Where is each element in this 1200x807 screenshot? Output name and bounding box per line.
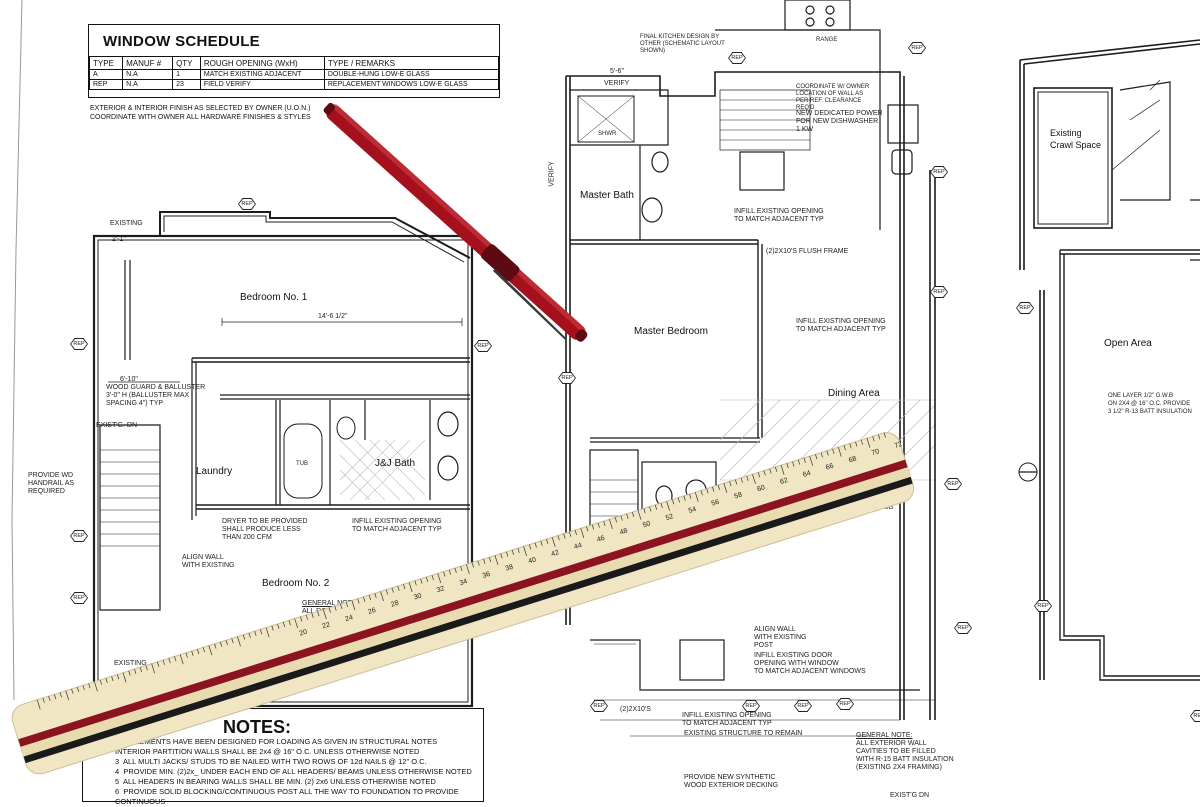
general-note-item: 4 PROVIDE MIN. (2)2x_ UNDER EACH END OF … [115, 767, 472, 776]
table-cell: DOUBLE-HUNG LOW-E GLASS [323, 69, 500, 80]
room-label-jj-bath: J&J Bath [375, 458, 416, 469]
rep-tag: REP [930, 286, 948, 298]
rep-tag: REP [954, 622, 972, 634]
table-row: REP N.A 23 FIELD VERIFY REPLACEMENT WIND… [88, 79, 500, 90]
room-label-master-bedroom: Master Bedroom [634, 326, 708, 337]
general-notes-list: ING ELEMENTS HAVE BEEN DESIGNED FOR LOAD… [91, 737, 483, 807]
rep-tag: REP [1190, 710, 1200, 722]
table-header: MANUF # [122, 56, 174, 70]
room-label-dining-area: Dining Area [828, 388, 880, 399]
existing-stair-label: EXIST'G. DN [96, 422, 138, 429]
table-header: TYPE [88, 56, 124, 70]
table-cell: 1 [172, 69, 201, 80]
room-label-bedroom-2: Bedroom No. 2 [262, 578, 330, 589]
table-cell: N.A [122, 69, 174, 80]
table-header-row: TYPE MANUF # QTY ROUGH OPENING (WxH) TYP… [88, 56, 500, 70]
verify-label: VERIFY [604, 80, 630, 87]
existing-label-bottom: EXISTING [114, 660, 147, 667]
existing-stair-label-right: EXIST'G DN [890, 792, 930, 799]
two-2x10s-label: (2)2x10's [620, 706, 651, 713]
flush-frame-note: (2)2x10's FLUSH FRAME [766, 248, 849, 255]
room-label-crawl-space: Crawl Space [1050, 140, 1102, 150]
general-note-item: 6 PROVIDE SOLID BLOCKING/CONTINUOUS POST… [115, 787, 459, 806]
finish-note-line: EXTERIOR & INTERIOR FINISH AS SELECTED B… [90, 105, 311, 112]
finish-note: EXTERIOR & INTERIOR FINISH AS SELECTED B… [90, 104, 311, 122]
window-schedule-table: TYPE MANUF # QTY ROUGH OPENING (WxH) TYP… [88, 56, 500, 90]
table-cell: FIELD VERIFY [199, 79, 325, 90]
table-cell: 23 [172, 79, 201, 90]
existing-structure-note: EXISTING STRUCTURE TO REMAIN [684, 730, 803, 737]
table-row: A N.A 1 MATCH EXISTING ADJACENT DOUBLE-H… [88, 69, 500, 80]
existing-label-top: EXISTING [110, 220, 143, 227]
rep-tag: REP [70, 338, 88, 350]
dimension-5-6: 5'-6" [610, 68, 624, 75]
range-label: RANGE [816, 37, 838, 43]
table-cell: MATCH EXISTING ADJACENT [199, 69, 325, 80]
rep-tag: REP [944, 478, 962, 490]
general-note-item: 5 ALL HEADERS IN BEARING WALLS SHALL BE … [115, 777, 436, 786]
room-label-open-area: Open Area [1104, 338, 1152, 349]
rep-tag: REP [930, 166, 948, 178]
room-label-existing: Existing [1050, 128, 1082, 138]
verify-label: VERIFY [548, 161, 556, 187]
room-label-laundry: Laundry [196, 466, 233, 477]
window-schedule: WINDOW SCHEDULE TYPE MANUF # QTY ROUGH O… [88, 24, 500, 98]
table-header: TYPE / REMARKS [323, 56, 500, 70]
dimension-2-1: 2'-1" [112, 236, 126, 243]
tub-label: TUB [296, 461, 308, 467]
rep-tag: REP [558, 372, 576, 384]
rep-tag: REP [238, 198, 256, 210]
rep-tag: REP [728, 52, 746, 64]
general-note-item: 3 ALL MULTI JACKS/ STUDS TO BE NAILED WI… [115, 757, 427, 766]
dimension-6-10: 6'-10" [120, 376, 138, 383]
table-cell: REP [88, 79, 124, 90]
shower-label: SHWR [598, 131, 617, 137]
table-cell: N.A [122, 79, 174, 90]
table-cell: A [88, 69, 124, 80]
window-schedule-title: WINDOW SCHEDULE [103, 33, 260, 50]
rep-tag: REP [474, 340, 492, 352]
table-header: QTY [172, 56, 201, 70]
general-notes-heading: NOTES: [223, 717, 292, 737]
table-header: ROUGH OPENING (WxH) [199, 56, 325, 70]
rep-tag: REP [1034, 600, 1052, 612]
rep-tag: REP [908, 42, 926, 54]
room-label-master-bath: Master Bath [580, 190, 634, 201]
general-note-item: ING ELEMENTS HAVE BEEN DESIGNED FOR LOAD… [115, 737, 438, 746]
room-label-bedroom-1: Bedroom No. 1 [240, 292, 308, 303]
finish-note-line: COORDINATE WITH OWNER ALL HARDWARE FINIS… [90, 114, 311, 121]
general-notes-box: NOTES: ING ELEMENTS HAVE BEEN DESIGNED F… [82, 708, 484, 806]
table-cell: REPLACEMENT WINDOWS LOW-E GLASS [323, 79, 500, 90]
rep-tag: REP [1016, 302, 1034, 314]
room-label-powder: Powder [656, 526, 690, 537]
dimension-14-6: 14'-6 1/2" [318, 313, 348, 320]
gwb-note: ONE LAYER 1/2" G.W.BON 2x4 @ 16" o.c. PR… [1108, 393, 1192, 415]
general-note-item: INTERIOR PARTITION WALLS SHALL BE 2x4 @ … [115, 747, 420, 756]
